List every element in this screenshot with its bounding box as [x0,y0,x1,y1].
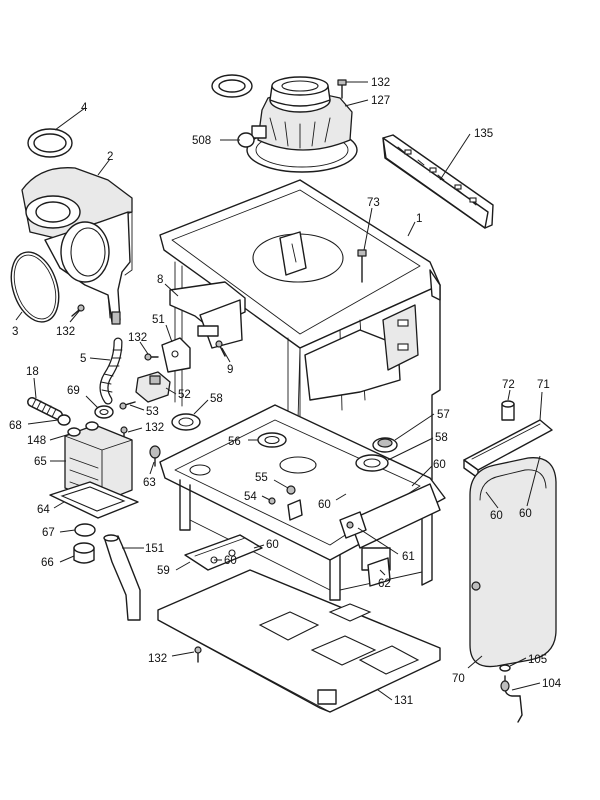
part-58-grommet-b [355,454,389,472]
label-60-e: 60 [266,539,279,551]
label-63: 63 [143,477,156,489]
part-148-connector [67,421,99,437]
label-66: 66 [41,557,54,569]
part-55-valve [286,485,303,521]
label-151: 151 [145,543,164,555]
label-127: 127 [371,95,390,107]
label-60-f: 60 [224,555,237,567]
part-57-grommet [372,437,398,453]
part-2-fan-housing [21,167,133,325]
part-58-grommet-a [171,413,201,431]
part-63-sensor [149,445,161,467]
part-68-clip [57,414,71,426]
label-132-c: 132 [128,332,147,344]
label-2: 2 [107,151,113,163]
part-59-bracket [184,534,263,571]
label-60-c: 60 [490,510,503,522]
label-18: 18 [26,366,39,378]
part-54-valve [268,497,276,505]
label-132-d: 132 [145,422,164,434]
part-132-screw-c [144,353,159,361]
label-60-b: 60 [318,499,331,511]
part-51-valve-bracket [161,337,191,373]
label-57: 57 [437,409,450,421]
label-8: 8 [157,274,163,286]
label-58-b: 58 [435,432,448,444]
part-127-flue-adaptor [211,74,358,173]
part-135-rear-bracket [382,134,494,229]
label-131: 131 [394,695,413,707]
label-55: 55 [255,472,268,484]
part-53-screw [119,401,136,410]
label-508: 508 [192,135,211,147]
label-64: 64 [37,504,50,516]
label-3: 3 [12,326,18,338]
label-67: 67 [42,527,55,539]
label-132-b: 132 [371,77,390,89]
label-104: 104 [542,678,562,690]
label-148: 148 [27,435,46,447]
part-67-cap [74,523,96,537]
part-132-screw-b [337,79,347,99]
part-8-bracket [169,281,246,349]
label-9: 9 [227,364,233,376]
part-9-screw [215,340,226,357]
part-132-screw-e [194,646,202,663]
label-105: 105 [528,654,547,666]
label-58-a: 58 [210,393,223,405]
label-65: 65 [34,456,47,468]
label-73: 73 [367,197,380,209]
label-135: 135 [474,128,493,140]
part-131-base-plate [157,569,441,713]
part-70-expansion-vessel [469,457,557,668]
label-132-e: 132 [148,653,167,665]
label-54: 54 [244,491,257,503]
callout-labels: 4 2 3 132 132 127 508 135 73 1 8 51 132 … [9,77,562,707]
part-18-corrugated-hose [27,397,63,420]
label-132-a: 132 [56,326,75,338]
part-132-screw-a [71,304,85,317]
part-1-main-chassis [159,179,446,601]
part-132-screw-d [120,426,128,443]
label-72: 72 [502,379,515,391]
part-52-pressure-switch [135,371,171,403]
label-60-a: 60 [433,459,446,471]
part-5-flexible-hose [99,337,123,405]
label-59: 59 [157,565,170,577]
label-52: 52 [178,389,191,401]
label-60-d: 60 [519,508,532,520]
part-3-o-ring [10,251,60,323]
label-5: 5 [80,353,86,365]
label-61: 61 [402,551,415,563]
label-71: 71 [537,379,550,391]
part-71-mount-bracket [463,419,553,479]
label-70: 70 [452,673,465,685]
part-66-cap [73,542,95,564]
part-72-spacer [501,400,515,421]
part-61-manifold [339,511,367,539]
part-69-clip [94,405,114,419]
label-1: 1 [416,213,422,225]
part-62-plate [367,557,391,587]
part-151-condensate-pipe [103,534,141,621]
label-53: 53 [146,406,159,418]
part-64-gasket [49,481,139,519]
label-69: 69 [67,385,80,397]
label-56: 56 [228,436,241,448]
part-104-pipe [500,675,523,723]
label-62: 62 [378,578,391,590]
label-4: 4 [81,102,88,114]
part-4-seal-ring [27,128,73,158]
label-68: 68 [9,420,22,432]
part-56-grommet [257,432,287,448]
label-51: 51 [152,314,165,326]
part-73-screw [357,249,367,283]
part-105-washer [499,664,511,672]
